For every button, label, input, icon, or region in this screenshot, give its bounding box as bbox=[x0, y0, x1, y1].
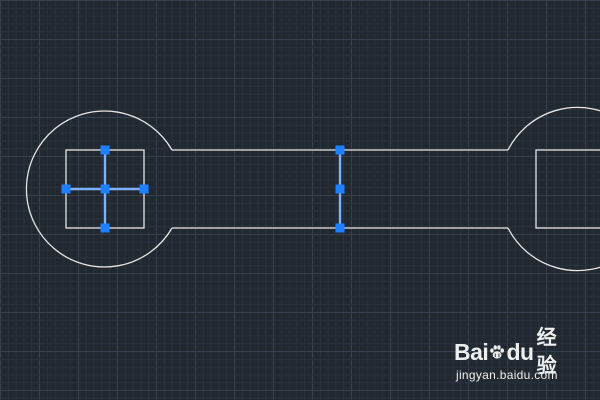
grip-cross-center[interactable] bbox=[100, 184, 110, 194]
left-circle-outline[interactable] bbox=[25, 110, 173, 268]
watermark-brand-bai: Bai bbox=[454, 339, 489, 365]
watermark-brand: Bai du 经验 bbox=[454, 327, 566, 377]
watermark-domain: jingyan.baidu.com bbox=[456, 368, 558, 382]
grip-cross-top[interactable] bbox=[100, 145, 110, 155]
paw-icon bbox=[490, 345, 505, 359]
grip-middle-bottom[interactable] bbox=[335, 223, 345, 233]
grip-cross-bottom[interactable] bbox=[100, 223, 110, 233]
grip-middle-top[interactable] bbox=[335, 145, 345, 155]
watermark-brand-jingyan: 经验 bbox=[536, 327, 557, 377]
right-square[interactable] bbox=[535, 149, 600, 229]
grip-middle-center[interactable] bbox=[335, 184, 345, 194]
grip-cross-right[interactable] bbox=[139, 184, 149, 194]
baidu-jingyan-watermark: Bai du 经验 jingyan.baidu.com bbox=[454, 327, 566, 386]
grip-cross-left[interactable] bbox=[61, 184, 71, 194]
watermark-brand-du: du bbox=[506, 339, 534, 365]
right-circle-outline[interactable] bbox=[507, 106, 600, 151]
right-circle-outline-lower[interactable] bbox=[507, 227, 600, 272]
